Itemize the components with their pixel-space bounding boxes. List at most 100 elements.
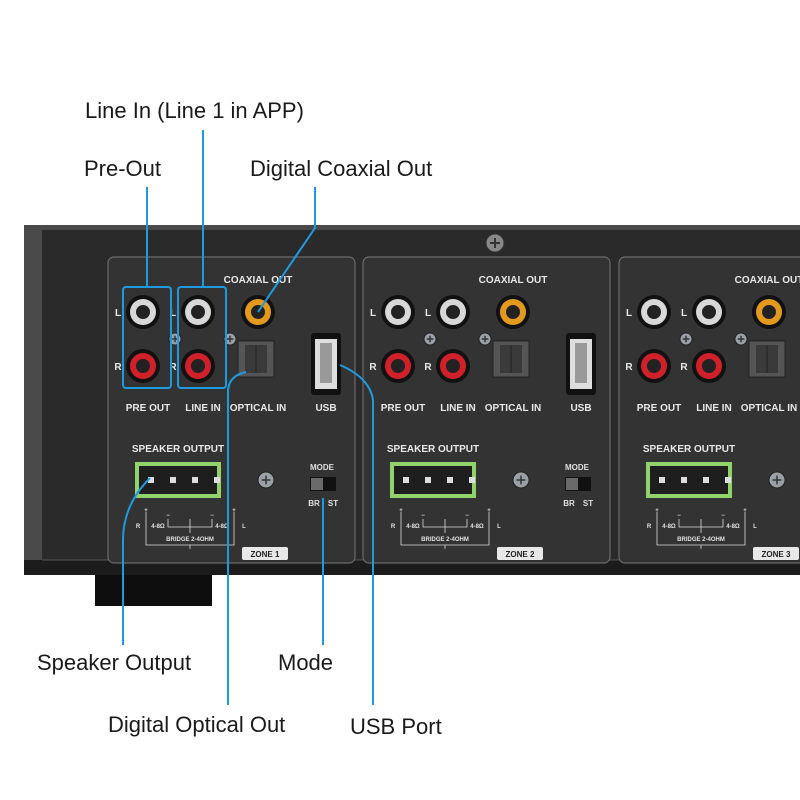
optical-in-label: OPTICAL IN <box>741 403 797 414</box>
pre-out-right-jack[interactable] <box>637 349 671 383</box>
right-label-line: R <box>424 362 432 373</box>
mode-br-label: BR <box>563 499 575 508</box>
bridge-right-label: R <box>647 524 652 530</box>
zone-label: ZONE 2 <box>506 550 535 559</box>
zone-label: ZONE 1 <box>251 550 280 559</box>
left-label-line: L <box>681 308 687 319</box>
terminal-pin <box>170 477 176 483</box>
usb-port[interactable] <box>566 333 596 395</box>
pre-out-label: PRE OUT <box>637 403 681 414</box>
speaker-callout-line <box>122 477 151 645</box>
optical-in-port[interactable] <box>237 340 275 378</box>
plus-label: + <box>399 508 403 514</box>
mode-label: MODE <box>310 463 335 472</box>
line-in-label: LINE IN <box>440 403 476 414</box>
speaker-output-label: SPEAKER OUTPUT <box>643 444 735 455</box>
right-label-pre: R <box>369 362 377 373</box>
bridge-left-label: L <box>497 524 501 530</box>
chassis-bottom-edge <box>24 560 800 575</box>
bridge-left-label: L <box>242 524 246 530</box>
mode-br-label: BR <box>308 499 320 508</box>
coaxial-out-jack[interactable] <box>496 295 530 329</box>
usb-label: USB <box>570 403 591 414</box>
pre-out-right-jack[interactable] <box>126 349 160 383</box>
right-label-pre: R <box>625 362 633 373</box>
minus-label: − <box>677 513 681 519</box>
terminal-pin <box>681 477 687 483</box>
coaxial-out-label: COAXIAL OUT <box>735 275 800 286</box>
line-in-right-jack[interactable] <box>692 349 726 383</box>
plus-label: + <box>487 508 491 514</box>
terminal-pin <box>703 477 709 483</box>
line-in-left-jack[interactable] <box>181 295 215 329</box>
optical-in-label: OPTICAL IN <box>485 403 541 414</box>
terminal-pin <box>469 477 475 483</box>
speaker-output-label: SPEAKER OUTPUT <box>132 444 224 455</box>
plus-label: + <box>655 508 659 514</box>
minus-label: − <box>166 513 170 519</box>
plus-label: + <box>232 508 236 514</box>
mode-switch[interactable] <box>565 477 591 491</box>
coaxial-callout-line <box>257 187 316 313</box>
pre-out-label: PRE OUT <box>126 403 170 414</box>
impedance-right-label: 4-8Ω <box>662 524 676 530</box>
pre-out-left-jack[interactable] <box>637 295 671 329</box>
callout-line-in: Line In (Line 1 in APP) <box>85 98 304 123</box>
zone-label: ZONE 3 <box>762 550 791 559</box>
speaker-output-label: SPEAKER OUTPUT <box>387 444 479 455</box>
callout-speaker-output: Speaker Output <box>37 650 191 675</box>
speaker-output-terminal[interactable] <box>390 462 476 498</box>
terminal-pin <box>148 477 154 483</box>
left-label-line: L <box>170 308 176 319</box>
rubber-foot <box>95 570 212 606</box>
terminal-pin <box>214 477 220 483</box>
terminal-pin <box>447 477 453 483</box>
bridge-right-label: R <box>391 524 396 530</box>
zone-tab <box>497 547 543 560</box>
optical-in-port[interactable] <box>748 340 786 378</box>
minus-label: − <box>465 513 469 519</box>
line-in-right-jack[interactable] <box>181 349 215 383</box>
left-label-pre: L <box>626 308 632 319</box>
bridge-label: BRIDGE 2-4OHM <box>677 537 725 543</box>
zone-tab <box>753 547 799 560</box>
impedance-left-label: 4-8Ω <box>215 524 229 530</box>
pre-out-right-jack[interactable] <box>381 349 415 383</box>
panel-screw-icon <box>679 332 693 346</box>
bridge-wiring-diagram <box>656 512 746 549</box>
zone-1: COAXIAL OUT LR LR PRE OUT LINE IN OPTICA… <box>107 256 356 564</box>
plus-label: + <box>743 508 747 514</box>
line-in-label: LINE IN <box>185 403 221 414</box>
left-label-pre: L <box>370 308 376 319</box>
usb-port[interactable] <box>311 333 341 395</box>
line-in-left-jack[interactable] <box>692 295 726 329</box>
mode-switch[interactable] <box>310 477 336 491</box>
impedance-right-label: 4-8Ω <box>151 524 165 530</box>
pre-out-left-jack[interactable] <box>126 295 160 329</box>
line-in-left-jack[interactable] <box>436 295 470 329</box>
pre-out-left-jack[interactable] <box>381 295 415 329</box>
coaxial-out-label: COAXIAL OUT <box>479 275 548 286</box>
line-in-right-jack[interactable] <box>436 349 470 383</box>
minus-label: − <box>721 513 725 519</box>
line-in-label: LINE IN <box>696 403 732 414</box>
callout-optical-out: Digital Optical Out <box>108 712 285 737</box>
optical-in-label: OPTICAL IN <box>230 403 286 414</box>
coaxial-out-jack[interactable] <box>752 295 786 329</box>
zone-2: COAXIAL OUT LR LR PRE OUT LINE IN OPTICA… <box>362 256 611 564</box>
callout-pre-out: Pre-Out <box>84 156 161 181</box>
panel-screw-icon <box>734 332 748 346</box>
panel-screw-icon <box>423 332 437 346</box>
optical-in-port[interactable] <box>492 340 530 378</box>
terminal-pin <box>659 477 665 483</box>
mode-label: MODE <box>565 463 590 472</box>
zone-tab <box>242 547 288 560</box>
optical-callout-line <box>227 371 247 705</box>
right-label-line: R <box>680 362 688 373</box>
callout-mode: Mode <box>278 650 333 675</box>
terminal-pin <box>192 477 198 483</box>
impedance-left-label: 4-8Ω <box>470 524 484 530</box>
speaker-output-terminal[interactable] <box>646 462 732 498</box>
minus-label: − <box>210 513 214 519</box>
